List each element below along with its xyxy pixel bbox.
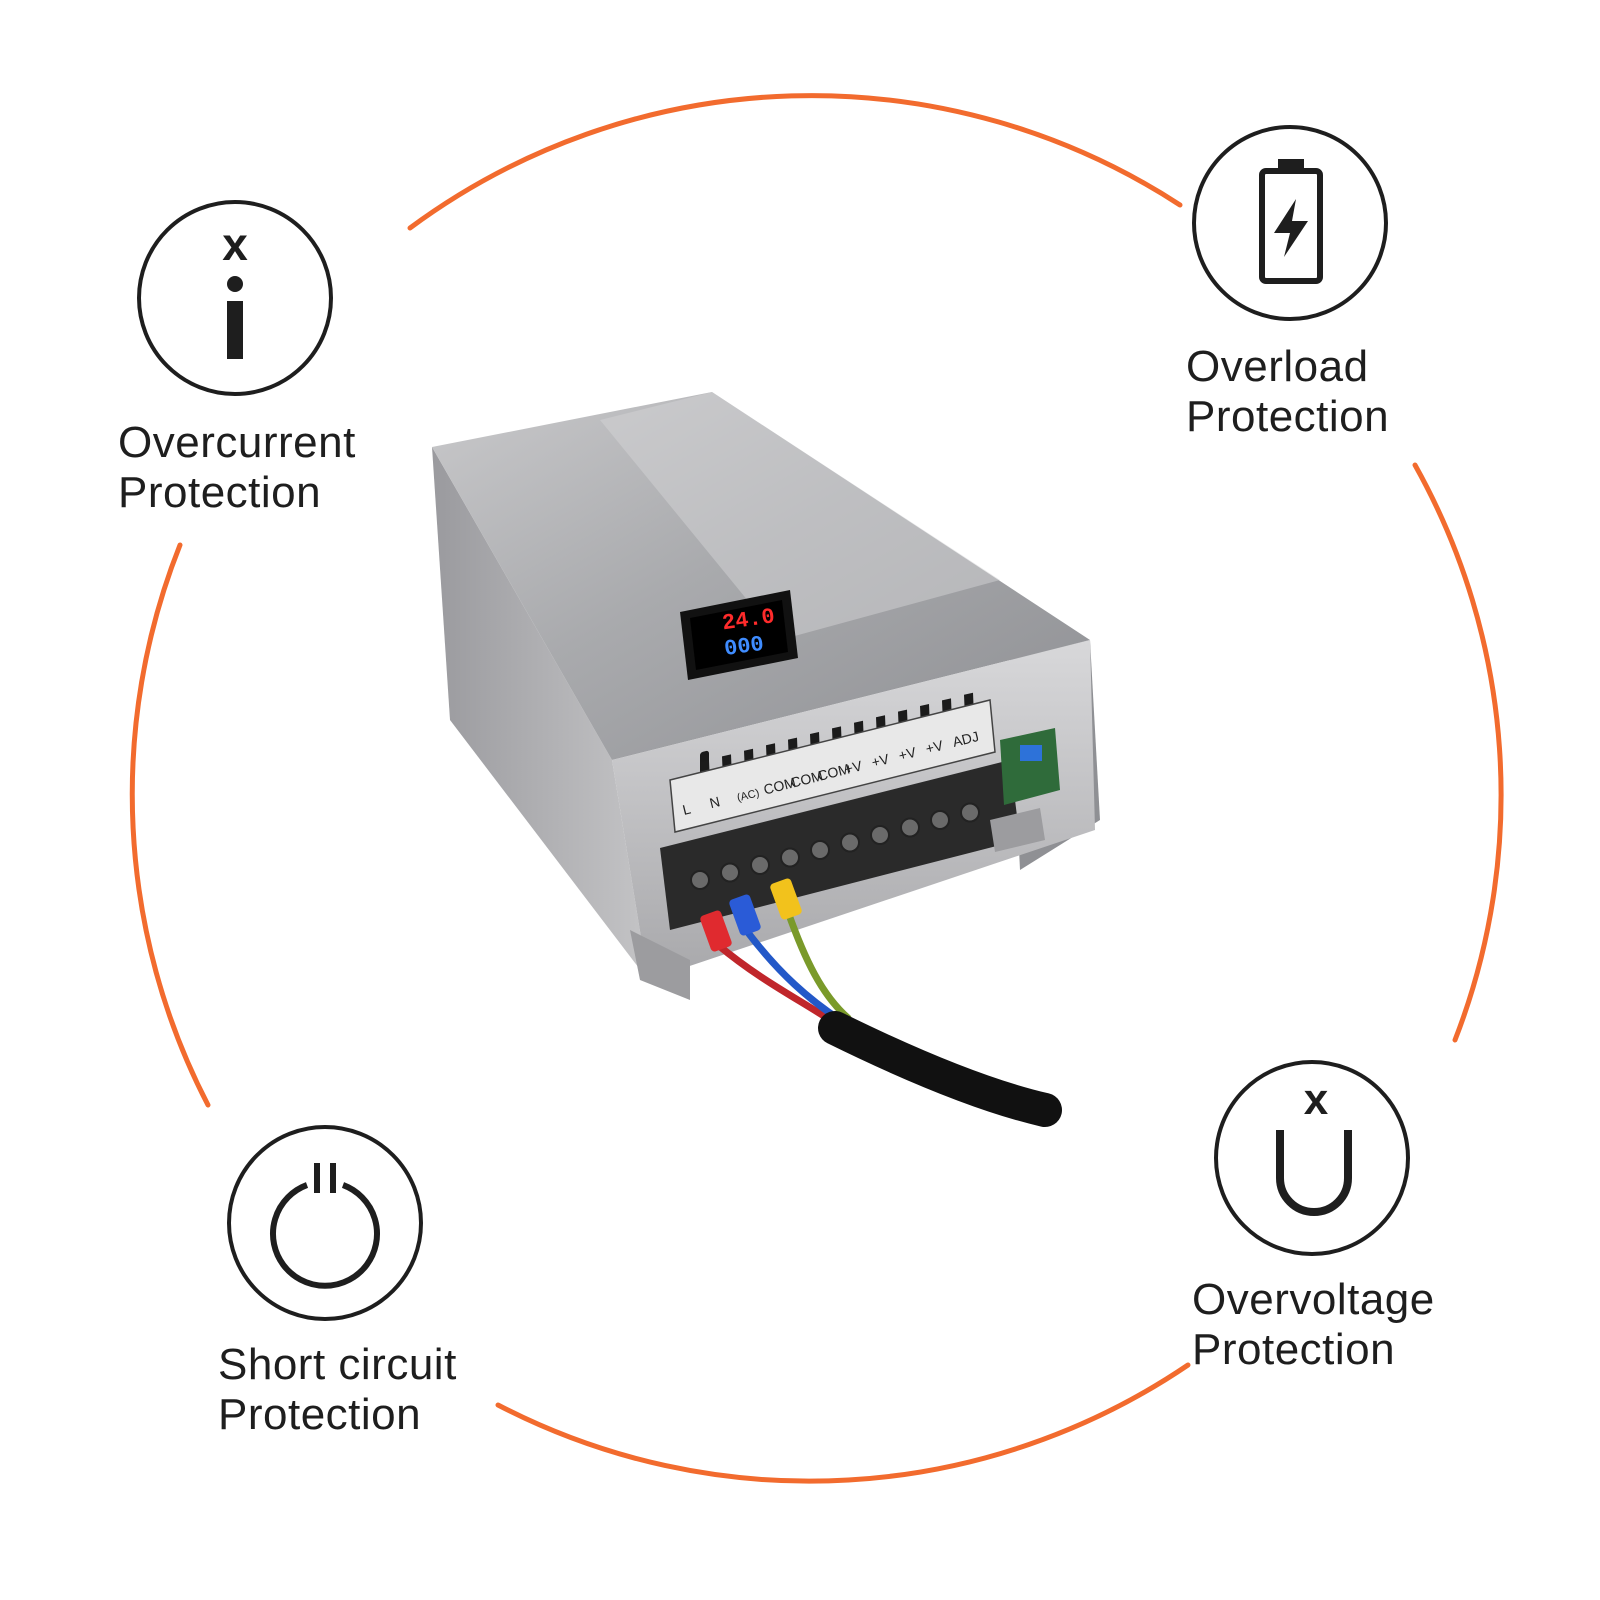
- ring-arc-left: [129, 542, 211, 1108]
- terminal-screw: [810, 840, 830, 860]
- terminal-screw: [840, 832, 860, 853]
- label-line2: Protection: [218, 1390, 422, 1439]
- terminal-screw: [900, 817, 920, 838]
- meter-display: 24.0 000: [680, 590, 798, 680]
- svg-text:x: x: [222, 218, 248, 270]
- terminal-label: L: [681, 800, 693, 817]
- terminal-label: N: [708, 793, 722, 811]
- power-icon: [227, 1125, 423, 1321]
- x-u-icon: x: [1214, 1060, 1410, 1256]
- ring-arc-right: [1412, 462, 1504, 1043]
- terminal-screw: [690, 870, 710, 890]
- label-line1: Overcurrent: [118, 418, 356, 467]
- terminal-screw: [720, 862, 740, 883]
- terminal-label: +V: [843, 757, 865, 777]
- cable: [818, 1011, 1062, 1127]
- terminal-screw: [780, 847, 800, 868]
- label-line1: Overload: [1186, 342, 1369, 391]
- feature-overcurrent-label: Overcurrent Protection: [118, 418, 356, 518]
- wire-red: [714, 941, 834, 1024]
- terminal-label: +V: [924, 737, 946, 757]
- terminal-screw: [870, 825, 890, 845]
- wire-green-yellow: [784, 908, 852, 1022]
- terminal-screw: [930, 810, 950, 830]
- ring-arc-bottom: [495, 1362, 1191, 1484]
- terminal-label: (AC): [736, 787, 761, 804]
- battery-bolt-icon: [1192, 125, 1388, 321]
- terminal-label: ADJ: [951, 728, 981, 750]
- label-line1: Short circuit: [218, 1340, 457, 1389]
- svg-text:x: x: [1304, 1075, 1329, 1124]
- feature-short-circuit-label: Short circuit Protection: [218, 1340, 457, 1440]
- terminal-label: COM: [816, 760, 852, 783]
- terminal-screw: [750, 855, 770, 875]
- ring-arc-top: [407, 93, 1183, 231]
- label-line2: Protection: [118, 468, 322, 517]
- terminal-label: COM: [762, 774, 798, 797]
- terminal-screw: [960, 802, 980, 823]
- terminal-label: +V: [897, 744, 919, 764]
- terminal-label: COM: [789, 767, 825, 790]
- feature-overload-label: Overload Protection: [1186, 342, 1389, 442]
- label-line1: Overvoltage: [1192, 1275, 1435, 1324]
- x-i-icon: x: [137, 200, 333, 396]
- terminal-label: +V: [870, 750, 892, 770]
- feature-overvoltage-label: Overvoltage Protection: [1192, 1275, 1435, 1375]
- label-line2: Protection: [1186, 392, 1390, 441]
- display-current: 000: [723, 632, 766, 662]
- label-line2: Protection: [1192, 1325, 1396, 1374]
